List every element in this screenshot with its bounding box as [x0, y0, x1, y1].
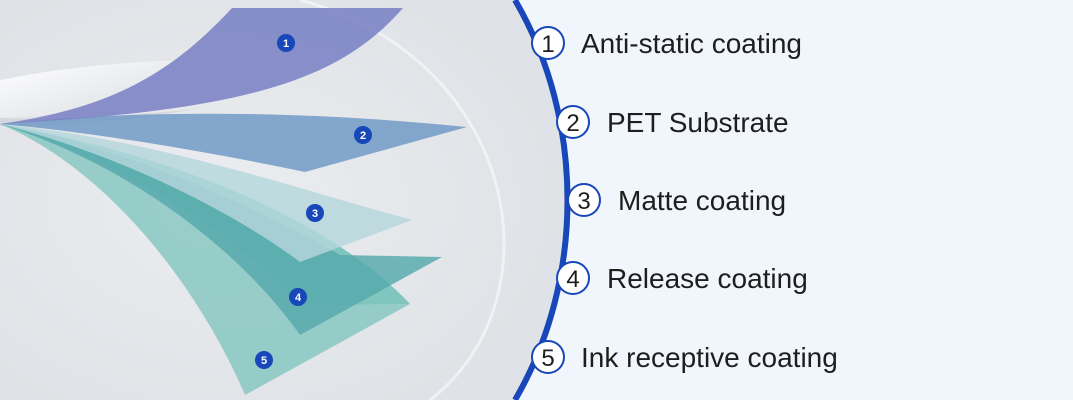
- layer-badge-4: 4: [289, 288, 307, 306]
- legend-number-2: 2: [566, 110, 579, 137]
- layer-badge-3: 3: [306, 204, 324, 222]
- legend-label-2: PET Substrate: [607, 107, 789, 138]
- layer-badge-5-text: 5: [261, 355, 267, 367]
- layer-badge-4-text: 4: [295, 292, 302, 304]
- legend-label-3: Matte coating: [618, 185, 786, 216]
- layer-badge-1-text: 1: [283, 38, 289, 50]
- legend-number-5: 5: [541, 345, 554, 372]
- legend-label-4: Release coating: [607, 263, 808, 294]
- legend-label-1: Anti-static coating: [581, 28, 802, 59]
- legend-item-3: 3 Matte coating: [567, 183, 786, 217]
- legend-label-5: Ink receptive coating: [581, 342, 838, 373]
- layer-badge-3-text: 3: [312, 208, 318, 220]
- legend-item-2: 2 PET Substrate: [556, 105, 789, 139]
- layer-2-sheet: [0, 113, 467, 172]
- layer-badge-2-text: 2: [360, 130, 366, 142]
- legend-item-4: 4 Release coating: [556, 261, 808, 295]
- layer-3-sheet: [0, 124, 412, 262]
- layer-4-sheet: [0, 124, 442, 335]
- legend-number-3: 3: [577, 188, 590, 215]
- layer-badge-2: 2: [354, 126, 372, 144]
- layer-1-sheet: [0, 8, 403, 124]
- legend-number-1: 1: [541, 31, 554, 58]
- legend-item-5: 5 Ink receptive coating: [531, 340, 838, 374]
- legend-number-4: 4: [566, 266, 579, 293]
- legend-item-1: 1 Anti-static coating: [531, 26, 802, 60]
- curled-sheet: [0, 60, 190, 118]
- panel-highlight-arc: [299, 0, 506, 400]
- layer-badge-5: 5: [255, 351, 273, 369]
- layer-badge-1: 1: [277, 34, 295, 52]
